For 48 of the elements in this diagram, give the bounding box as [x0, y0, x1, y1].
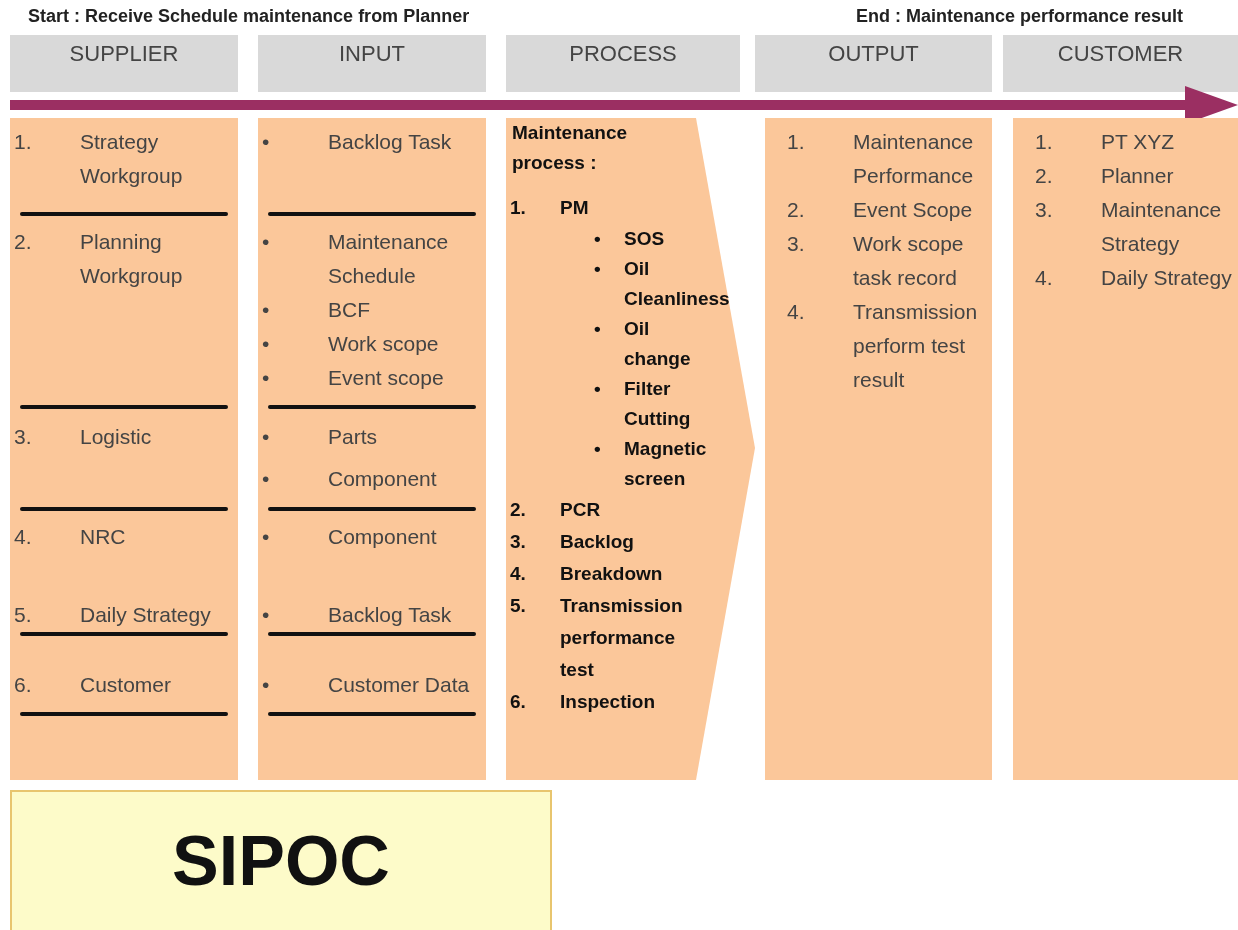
list-item: 4. NRC	[13, 524, 127, 550]
list-item: 1. PT XYZ	[1034, 129, 1176, 155]
title-box: SIPOC	[10, 790, 552, 930]
column-header: PROCESS	[506, 35, 740, 92]
list-item: 4. Daily Strategy	[1034, 265, 1233, 291]
list-item: • Event scope	[261, 365, 445, 391]
column-header: OUTPUT	[755, 35, 992, 92]
list-item: 1. Maintenance Performance	[786, 129, 975, 189]
column-header: CUSTOMER	[1003, 35, 1238, 92]
column-header: SUPPLIER	[10, 35, 238, 92]
list-item: • Component	[261, 524, 438, 550]
list-item: 2. Planning Workgroup	[13, 229, 184, 289]
column-panel	[1013, 118, 1238, 780]
column-panel	[258, 118, 486, 780]
list-item: • Backlog Task	[261, 602, 453, 628]
list-item: 3. Maintenance Strategy	[1034, 197, 1223, 257]
list-item: • Parts	[261, 424, 378, 450]
list-item: 3. Work scope task record	[786, 231, 965, 291]
list-item: 3. Logistic	[13, 424, 153, 450]
list-item: 5. Daily Strategy	[13, 602, 212, 628]
list-item: • Magnetic screen	[593, 437, 708, 491]
list-item: 1. Strategy Workgroup	[13, 129, 184, 189]
list-item: • Customer Data	[261, 672, 471, 698]
list-item: • Work scope	[261, 331, 440, 357]
list-item: 1. PM	[509, 196, 590, 220]
list-item: 3. Backlog	[509, 530, 635, 554]
column-panel	[765, 118, 992, 780]
list-item: 2. Planner	[1034, 163, 1175, 189]
list-item: 2. PCR	[509, 498, 602, 522]
list-item: 4. Breakdown	[509, 562, 664, 586]
list-item: • Oil Cleanliness	[593, 257, 731, 311]
process-heading: Maintenance process :	[511, 121, 629, 175]
list-item: • Maintenance Schedule	[261, 229, 450, 289]
column-panel	[10, 118, 238, 780]
list-item: • Component	[261, 466, 438, 492]
start-note: Start : Receive Schedule maintenance from Planner	[28, 6, 470, 27]
end-note: End : Maintenance performance result	[855, 6, 1183, 27]
list-item: 4. Transmission perform test result	[786, 299, 979, 393]
list-item: • BCF	[261, 297, 371, 323]
list-item: • Backlog Task	[261, 129, 453, 155]
list-item: 5. Transmission performance test	[509, 594, 684, 682]
column-header: INPUT	[258, 35, 486, 92]
list-item: • Filter Cutting	[593, 377, 692, 431]
list-item: 6. Inspection	[509, 690, 656, 714]
list-item: • Oil change	[593, 317, 692, 371]
list-item: • SOS	[593, 227, 666, 251]
list-item: 6. Customer	[13, 672, 173, 698]
list-item: 2. Event Scope	[786, 197, 974, 223]
